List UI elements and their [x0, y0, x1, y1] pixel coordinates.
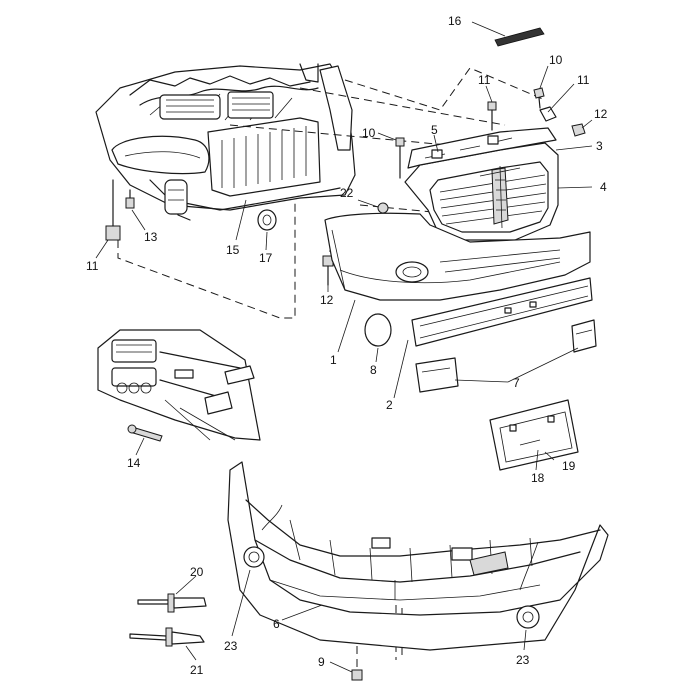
grille-upper-trim [407, 127, 557, 169]
callout-labels: 16 10 11 11 12 10 5 3 4 22 13 11 15 17 1… [86, 14, 608, 677]
callout-22: 22 [340, 186, 354, 200]
callout-10: 10 [549, 53, 563, 67]
fasteners-upper [105, 87, 586, 286]
callout-23: 23 [224, 639, 238, 653]
front-fascia [324, 212, 591, 301]
bumper-brackets [415, 319, 597, 393]
callout-4: 4 [600, 180, 607, 194]
license-plate-bracket [489, 399, 579, 471]
bumper-fascia-rear-view [227, 461, 609, 651]
callout-3: 3 [596, 139, 603, 153]
callout-leader-lines [95, 21, 593, 673]
fastener-9 [351, 669, 363, 681]
callout-8: 8 [370, 363, 377, 377]
callout-12: 12 [594, 107, 608, 121]
callout-23: 23 [516, 653, 530, 667]
callout-11: 11 [478, 73, 491, 87]
callout-11: 11 [86, 259, 99, 273]
callout-11: 11 [577, 73, 590, 87]
callout-6: 6 [273, 617, 280, 631]
callout-20: 20 [190, 565, 204, 579]
callout-7: 7 [513, 376, 520, 390]
callout-21: 21 [190, 663, 204, 677]
callout-9: 9 [318, 655, 325, 669]
callout-13: 13 [144, 230, 158, 244]
bumper-reinforcement [411, 277, 593, 347]
callout-2: 2 [386, 398, 393, 412]
rivet-21 [129, 627, 205, 647]
molding-strip-16 [494, 27, 545, 47]
callout-1: 1 [330, 353, 337, 367]
callout-18: 18 [531, 471, 545, 485]
callout-16: 16 [448, 14, 462, 28]
rivet-20 [137, 593, 207, 613]
callout-5: 5 [431, 123, 438, 137]
fog-lamp-cover [364, 313, 392, 347]
callout-14: 14 [127, 456, 141, 470]
callout-19: 19 [562, 459, 576, 473]
engine-bay-assembly [95, 63, 356, 221]
grille-assembly [404, 142, 559, 241]
callout-10: 10 [362, 126, 376, 140]
callout-15: 15 [226, 243, 240, 257]
callout-17: 17 [259, 251, 273, 265]
callout-12: 12 [320, 293, 334, 307]
interior-dashboard [97, 329, 261, 442]
